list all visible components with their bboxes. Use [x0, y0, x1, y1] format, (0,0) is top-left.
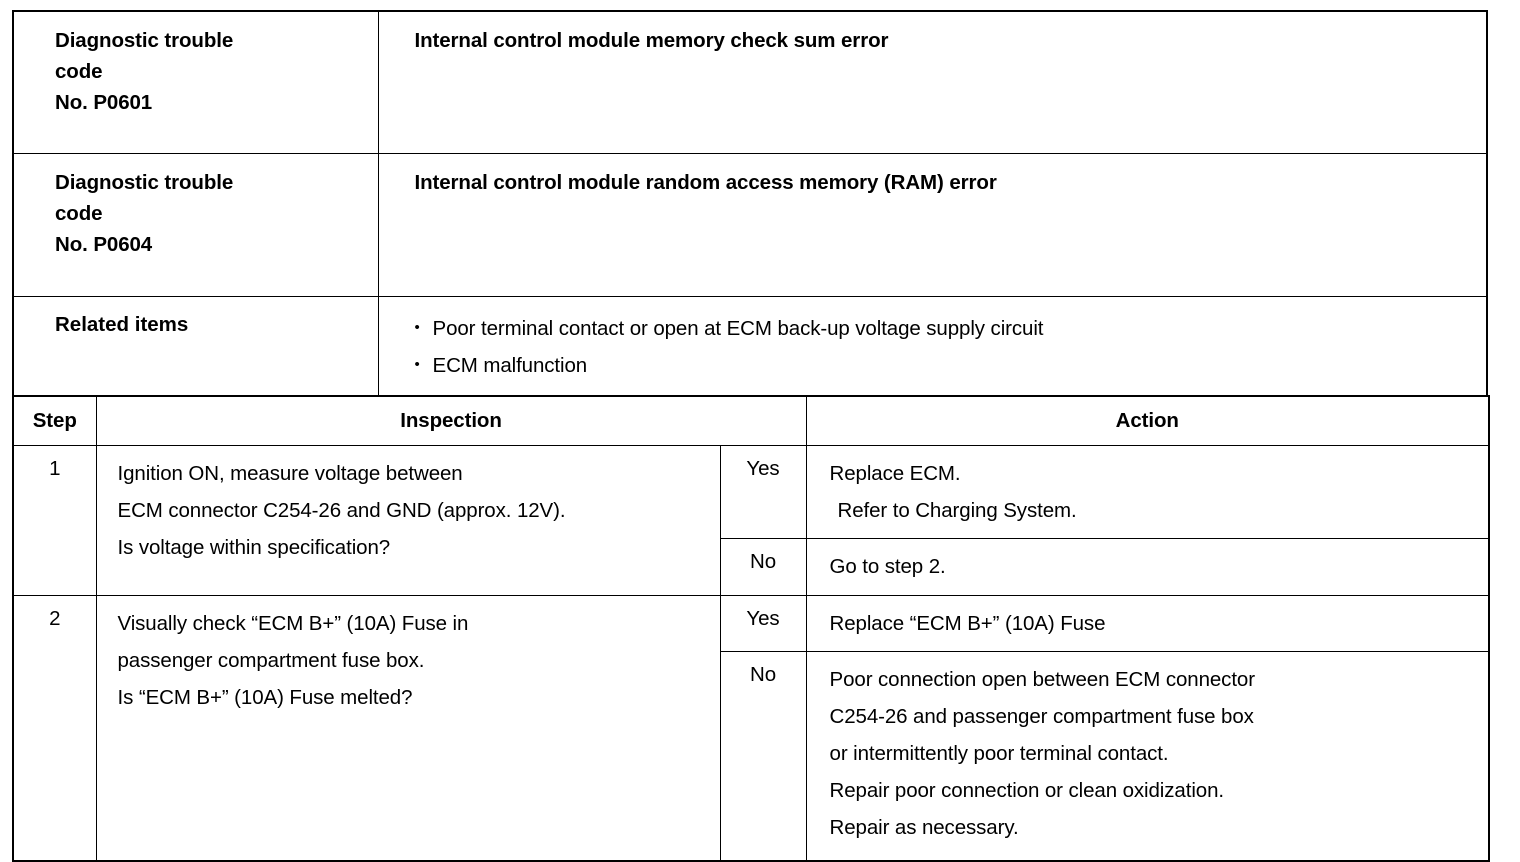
- action-text-step-2-no: Poor connection open between ECM connect…: [805, 651, 1490, 862]
- column-header-action: Action: [805, 395, 1490, 446]
- dtc-code-label-p0601: Diagnostic trouble code No. P0601: [12, 10, 379, 154]
- dtc-label-line-2: code: [55, 60, 103, 83]
- table-row: No Go to step 2.: [13, 538, 1490, 596]
- dtc-summary-table: Diagnostic trouble code No. P0601 Intern…: [12, 10, 1488, 404]
- action-text-step-2-yes: Replace “ECM B+” (10A) Fuse: [805, 595, 1490, 652]
- related-items-list: Poor terminal contact or open at ECM bac…: [377, 296, 1488, 404]
- action-line: Repair poor connection or clean oxidizat…: [829, 779, 1225, 802]
- branch-answer-yes-step-1: Yes: [719, 445, 807, 539]
- table-row: 1 Ignition ON, measure voltage between E…: [12, 445, 1490, 596]
- related-items-label: Related items: [12, 296, 379, 404]
- action-line: Refer to Charging System.: [837, 499, 1077, 522]
- table-row: Related items Poor terminal contact or o…: [12, 296, 1488, 404]
- dtc-code-label-p0604: Diagnostic trouble code No. P0604: [12, 153, 379, 297]
- inspection-action-table: Step Inspection Action 1 Ignition ON, me…: [12, 395, 1491, 862]
- inspection-line: ECM connector C254-26 and GND (approx. 1…: [117, 499, 566, 522]
- table-row: Diagnostic trouble code No. P0601 Intern…: [12, 10, 1488, 154]
- inspection-line: Ignition ON, measure voltage between: [117, 462, 463, 485]
- table-header-row: Step Inspection Action: [12, 395, 1490, 446]
- inspection-line: Is “ECM B+” (10A) Fuse melted?: [117, 686, 413, 709]
- dtc-summary-table-container: Diagnostic trouble code No. P0601 Intern…: [12, 10, 1488, 404]
- step-number-2: 2: [12, 595, 97, 862]
- table-row: 2 Visually check “ECM B+” (10A) Fuse in …: [12, 595, 1490, 862]
- inspection-line: Visually check “ECM B+” (10A) Fuse in: [117, 612, 469, 635]
- dtc-label-line-1: Diagnostic trouble: [55, 171, 234, 194]
- action-line: Poor connection open between ECM connect…: [829, 668, 1256, 691]
- action-line: Replace ECM.: [829, 462, 961, 485]
- dtc-description-p0604: Internal control module random access me…: [377, 153, 1488, 297]
- action-text-step-1-no: Go to step 2.: [805, 538, 1490, 596]
- dtc-description-p0601: Internal control module memory check sum…: [377, 10, 1488, 154]
- column-header-inspection: Inspection: [95, 395, 807, 446]
- column-header-step: Step: [12, 395, 97, 446]
- branch-answer-no-step-1: No: [719, 538, 807, 596]
- action-line: Repair as necessary.: [829, 816, 1019, 839]
- table-row: Diagnostic trouble code No. P0604 Intern…: [12, 153, 1488, 297]
- dtc-label-line-2: code: [55, 202, 103, 225]
- list-item: Poor terminal contact or open at ECM bac…: [415, 309, 1487, 347]
- inspection-text-step-2: Visually check “ECM B+” (10A) Fuse in pa…: [95, 595, 721, 862]
- branch-answer-yes-step-2: Yes: [719, 595, 807, 652]
- inspection-line: passenger compartment fuse box.: [117, 649, 425, 672]
- inspection-text-step-1: Ignition ON, measure voltage between ECM…: [95, 445, 721, 596]
- action-line: or intermittently poor terminal contact.: [829, 742, 1169, 765]
- action-line: C254-26 and passenger compartment fuse b…: [829, 705, 1254, 728]
- branch-answer-no-step-2: No: [719, 651, 807, 862]
- step-number-1: 1: [12, 445, 97, 596]
- action-line: Replace “ECM B+” (10A) Fuse: [829, 612, 1106, 635]
- action-text-step-1-yes: Replace ECM. Refer to Charging System.: [805, 445, 1490, 539]
- action-line: Go to step 2.: [829, 555, 946, 578]
- inspection-action-table-container: Step Inspection Action 1 Ignition ON, me…: [12, 395, 1491, 862]
- list-item: ECM malfunction: [415, 346, 1487, 384]
- dtc-label-line-1: Diagnostic trouble: [55, 29, 234, 52]
- dtc-label-line-3: No. P0601: [55, 91, 153, 114]
- inspection-line: Is voltage within specification?: [117, 536, 391, 559]
- dtc-label-line-3: No. P0604: [55, 233, 153, 256]
